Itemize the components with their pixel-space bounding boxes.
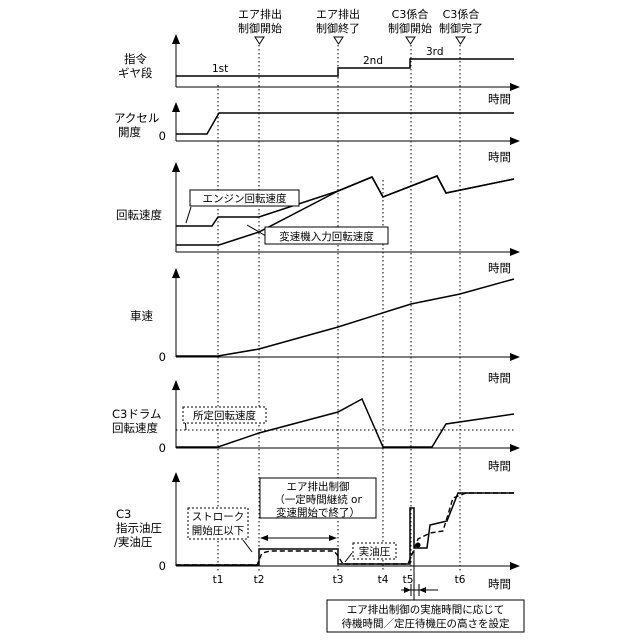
input-label-text: 変速機入力回転速度 xyxy=(279,230,374,243)
panel-pressure: C3 指示油圧 /実油圧 0 時間 エア排出制御 （一定時間継続 or 変速開始… xyxy=(114,472,520,596)
air-control-right-arrow-icon xyxy=(329,535,337,541)
c3-start-line1: C3係合 xyxy=(392,7,429,21)
speed-y-arrow-icon xyxy=(172,268,180,278)
c3-end-line2: 制御完了 xyxy=(439,21,483,35)
accel-x-arrow-icon xyxy=(510,137,520,145)
pressure-x-arrow-icon xyxy=(510,562,520,570)
actual-label-leader xyxy=(345,553,352,562)
tick-t6: t6 xyxy=(455,574,466,586)
c3-start-arrow-icon xyxy=(406,37,415,44)
drum-label-line1: C3ドラム xyxy=(112,407,162,421)
tick-t5: t5 xyxy=(403,574,414,586)
wait-left-arrow-icon xyxy=(404,587,411,593)
air-end-arrow-icon xyxy=(334,37,343,44)
pressure-time-label: 時間 xyxy=(488,577,511,591)
engine-label-text: エンジン回転速度 xyxy=(203,192,287,205)
air-control-left-arrow-icon xyxy=(260,535,268,541)
stroke-note-line2: 開始圧以下 xyxy=(192,524,245,537)
top-annotations: エア排出 制御開始 エア排出 制御終了 C3係合 制御開始 C3係合 制御完了 xyxy=(238,7,483,44)
pressure-zero-label: 0 xyxy=(159,559,166,573)
accel-label-line1: アクセル xyxy=(114,111,159,125)
rpm-label: 回転速度 xyxy=(116,208,162,222)
c3-start-line2: 制御開始 xyxy=(388,21,432,35)
actual-label-text: 実油圧 xyxy=(359,545,391,558)
bottom-note-line2: 待機時間／定圧待機圧の高さを設定 xyxy=(342,617,510,630)
pressure-label-line1: C3 xyxy=(116,507,131,521)
air-start-line2: 制御開始 xyxy=(238,21,282,35)
tick-t3: t3 xyxy=(333,574,344,586)
accel-time-label: 時間 xyxy=(488,150,511,164)
air-start-arrow-icon xyxy=(255,37,264,44)
accel-y-arrow-icon xyxy=(172,102,180,112)
air-end-line1: エア排出 xyxy=(316,7,360,21)
gear-step-3rd: 3rd xyxy=(426,46,443,58)
threshold-label-text: 所定回転速度 xyxy=(193,409,256,422)
air-start-line1: エア排出 xyxy=(238,7,282,21)
drum-x-arrow-icon xyxy=(510,444,520,452)
rpm-time-label: 時間 xyxy=(488,261,511,275)
panel-drum: C3ドラム 回転速度 0 時間 所定回転速度 xyxy=(112,380,520,473)
accel-line xyxy=(176,113,514,134)
bottom-note-line1: エア排出制御の実施時間に応じて xyxy=(347,603,505,616)
speed-line xyxy=(176,279,514,356)
speed-x-arrow-icon xyxy=(510,353,520,361)
stroke-note-leader xyxy=(243,540,252,552)
gear-x-arrow-icon xyxy=(510,83,520,91)
panel-rpm: 回転速度 時間 エンジン回転速度 変速機入力回転速度 xyxy=(116,162,520,275)
gear-time-label: 時間 xyxy=(488,92,511,106)
tick-t4: t4 xyxy=(378,574,389,586)
drum-time-label: 時間 xyxy=(488,459,511,473)
drum-label-line2: 回転速度 xyxy=(112,421,158,435)
air-end-line2: 制御終了 xyxy=(316,21,360,35)
rpm-x-arrow-icon xyxy=(510,248,520,256)
rpm-y-arrow-icon xyxy=(172,162,180,172)
pressure-y-arrow-icon xyxy=(172,472,180,482)
speed-label: 車速 xyxy=(130,309,153,323)
gear-label-line2: ギヤ段 xyxy=(118,66,153,80)
tick-t2: t2 xyxy=(254,574,265,586)
gear-step-1st: 1st xyxy=(212,63,228,75)
pressure-label-line3: /実油圧 xyxy=(114,535,152,549)
tick-t1: t1 xyxy=(213,574,224,586)
accel-label-line2: 開度 xyxy=(118,125,141,139)
air-control-note-line1: エア排出制御 xyxy=(287,480,350,493)
engine-label-leader xyxy=(186,207,191,223)
air-control-note-line3: 変速開始で終了） xyxy=(276,506,360,519)
air-control-note-line2: （一定時間継続 or xyxy=(274,493,362,506)
wait-right-arrow-icon xyxy=(419,587,426,593)
drum-zero-label: 0 xyxy=(159,441,166,455)
speed-time-label: 時間 xyxy=(488,371,511,385)
c3-end-arrow-icon xyxy=(456,37,465,44)
pressure-label-line2: 指示油圧 xyxy=(116,521,162,535)
panel-speed: 車速 0 時間 xyxy=(130,268,520,385)
panel-accel: アクセル 開度 0 時間 xyxy=(114,102,520,164)
drum-y-arrow-icon xyxy=(172,380,180,390)
gear-label-line1: 指令 xyxy=(124,52,147,66)
gear-y-arrow-icon xyxy=(172,34,180,44)
gear-step-2nd: 2nd xyxy=(363,55,383,67)
pressure-marker-dot xyxy=(416,543,421,548)
stroke-note-line1: ストローク xyxy=(192,511,245,523)
c3-end-line1: C3係合 xyxy=(443,7,480,21)
accel-zero-label: 0 xyxy=(159,129,166,143)
speed-zero-label: 0 xyxy=(159,350,166,364)
